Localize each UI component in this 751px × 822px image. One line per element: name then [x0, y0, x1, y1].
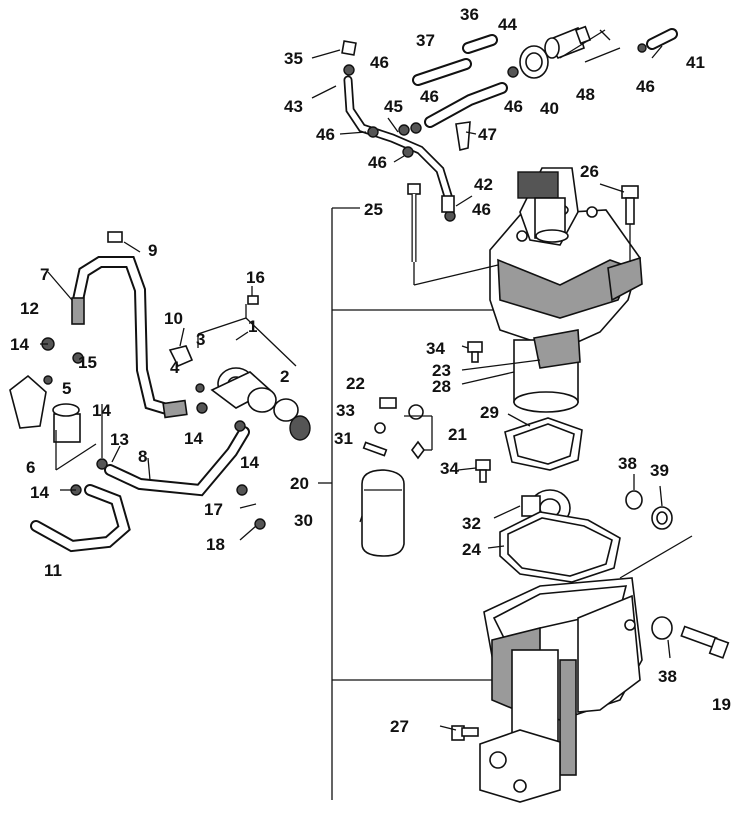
- pump-bracket-lines: [55, 304, 297, 471]
- filter-6: [9, 352, 84, 443]
- callout-33: 33: [336, 401, 355, 420]
- callout-12: 12: [20, 299, 39, 318]
- callout-41: 41: [686, 53, 705, 72]
- callout-34b: 34: [440, 459, 459, 478]
- screw-34-lower: [475, 459, 491, 483]
- callout-4: 4: [170, 358, 180, 377]
- callout-45: 45: [384, 97, 403, 116]
- callout-1: 1: [248, 317, 257, 336]
- callout-39: 39: [650, 461, 669, 480]
- fuel-pump-1: [168, 345, 311, 441]
- callout-46g: 46: [636, 77, 655, 96]
- callout-44: 44: [498, 15, 517, 34]
- callout-16: 16: [246, 268, 265, 287]
- bolt-26: [621, 185, 639, 262]
- callout-40: 40: [540, 99, 559, 118]
- callout-19: 19: [712, 695, 731, 714]
- callout-2: 2: [280, 367, 289, 386]
- callout-5: 5: [62, 379, 71, 398]
- callout-14b: 14: [92, 401, 111, 420]
- callout-24: 24: [462, 540, 481, 559]
- callout-48: 48: [576, 85, 595, 104]
- callout-23: 23: [432, 361, 451, 380]
- callout-36: 36: [460, 5, 479, 24]
- callout-14c: 14: [30, 483, 49, 502]
- callout-35: 35: [284, 49, 303, 68]
- callout-47: 47: [478, 125, 497, 144]
- callout-38b: 38: [658, 667, 677, 686]
- gasket-24-inner: [507, 517, 613, 577]
- callout-30: 30: [294, 511, 313, 530]
- lower-housing: [479, 577, 643, 803]
- callout-17: 17: [204, 500, 223, 519]
- callout-21: 21: [448, 425, 467, 444]
- callout-14d: 14: [184, 429, 203, 448]
- callout-14a: 14: [10, 335, 29, 354]
- callout-10: 10: [164, 309, 183, 328]
- callout-46f: 46: [472, 200, 491, 219]
- callout-20: 20: [290, 474, 309, 493]
- callout-3: 3: [196, 330, 205, 349]
- callout-26: 26: [580, 162, 599, 181]
- callout-46e: 46: [368, 153, 387, 172]
- callout-42: 42: [474, 175, 493, 194]
- callout-25: 25: [364, 200, 383, 219]
- callout-32: 32: [462, 514, 481, 533]
- callout-46b: 46: [420, 87, 439, 106]
- leader-lines: [40, 45, 693, 731]
- callout-38a: 38: [618, 454, 637, 473]
- callout-34a: 34: [426, 339, 445, 358]
- callout-27: 27: [390, 717, 409, 736]
- callout-29: 29: [480, 403, 499, 422]
- callout-6: 6: [26, 458, 35, 477]
- callout-18: 18: [206, 535, 225, 554]
- upper-hose-assembly: [341, 25, 678, 222]
- callout-46c: 46: [504, 97, 523, 116]
- vapor-separator: [489, 167, 643, 413]
- bolt-25: [407, 183, 499, 286]
- hose-8: [104, 426, 250, 497]
- callout-43: 43: [284, 97, 303, 116]
- callout-15: 15: [78, 353, 97, 372]
- gasket-29-inner: [513, 423, 575, 465]
- callout-37: 37: [416, 31, 435, 50]
- bracket-21-22-33: [374, 397, 433, 460]
- callout-14e: 14: [240, 453, 259, 472]
- callout-8: 8: [138, 447, 147, 466]
- clip-31: [362, 441, 388, 457]
- callout-46a: 46: [370, 53, 389, 72]
- callout-28: 28: [432, 377, 451, 396]
- hose-left: [71, 256, 188, 419]
- callout-13: 13: [110, 430, 129, 449]
- callout-11: 11: [44, 561, 62, 580]
- hose-11: [30, 484, 131, 553]
- frame-bracket: [318, 207, 498, 800]
- plugs-38-39: [625, 490, 673, 640]
- filter-30: [361, 469, 405, 557]
- callout-labels: 1 2 3 4 5 6 7 8 9 10 11 12 13 14 14 14 1…: [10, 5, 731, 736]
- callout-31: 31: [334, 429, 353, 448]
- callout-9: 9: [148, 241, 157, 260]
- bolt-19: [680, 625, 730, 659]
- screw-34-upper: [467, 341, 483, 363]
- callout-46d: 46: [316, 125, 335, 144]
- screw-27: [451, 725, 479, 741]
- callout-22: 22: [346, 374, 365, 393]
- callout-7: 7: [40, 265, 49, 284]
